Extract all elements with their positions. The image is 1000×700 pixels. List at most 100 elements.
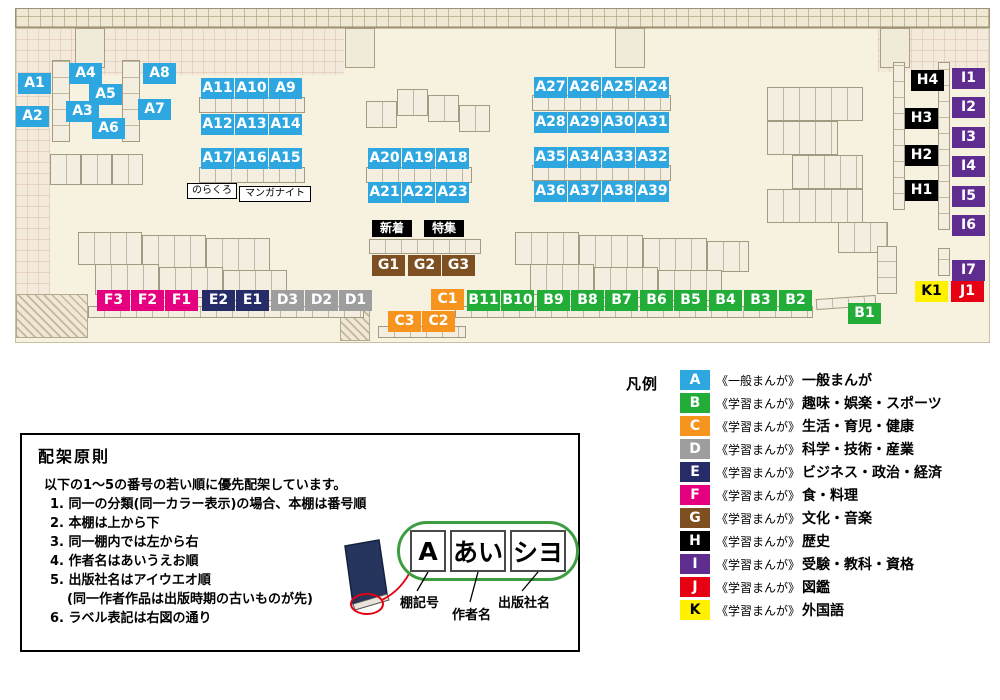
shelf-block xyxy=(532,165,671,181)
shelf-label-a2: A2 xyxy=(16,106,49,127)
legend-row-h: H 《学習まんが》歴史 xyxy=(680,531,995,551)
shelf-label-a25: A25 xyxy=(602,77,635,98)
caption-shelf-code: 棚記号 xyxy=(400,596,440,611)
shelf-label-e2: E2 xyxy=(202,290,235,311)
shelf-block xyxy=(532,95,671,111)
legend-row-c: C《学習まんが》生活・育児・健康 xyxy=(680,416,995,436)
shelf-label-c2: C2 xyxy=(422,311,455,332)
legend-swatch-e: E xyxy=(680,462,710,482)
shelf-label-c1: C1 xyxy=(431,289,464,310)
shelf-label-c3: C3 xyxy=(388,311,421,332)
shelf-label-d3: D3 xyxy=(271,290,304,311)
top-wall xyxy=(15,8,990,28)
label-example-publisher: シヨ xyxy=(510,530,566,572)
legend-swatch-c: C xyxy=(680,416,710,436)
shelf-block xyxy=(428,95,459,122)
shelf-block xyxy=(643,238,707,271)
legend-row-j: J《学習まんが》図鑑 xyxy=(680,577,995,597)
shelf-label-b11: B11 xyxy=(467,290,500,311)
legend-category-label: 食・料理 xyxy=(802,488,859,504)
shelf-label-b10: B10 xyxy=(501,290,534,311)
legend-row-b: B《学習まんが》趣味・娯楽・スポーツ xyxy=(680,393,995,413)
legend-scope: 《学習まんが》 xyxy=(716,603,801,618)
shelf-label-a3: A3 xyxy=(66,101,99,122)
shelf-label-b8: B8 xyxy=(571,290,604,311)
shelf-label-i4: I4 xyxy=(952,156,985,177)
shelf-label-a31: A31 xyxy=(636,112,669,133)
legend-category-label: 科学・技術・産業 xyxy=(802,442,915,458)
legend-scope: 《学習まんが》 xyxy=(716,534,801,549)
shelf-label-a30: A30 xyxy=(602,112,635,133)
legend-scope: 《学習まんが》 xyxy=(716,465,801,480)
shelf-block xyxy=(792,155,863,189)
shelf-block xyxy=(50,154,81,185)
shelf-label-b6: B6 xyxy=(640,290,673,311)
shelf-label-a32: A32 xyxy=(636,147,669,168)
pillar xyxy=(880,28,910,68)
shelf-block xyxy=(199,97,305,113)
shelf-label-a4: A4 xyxy=(69,63,102,84)
shelf-label-a35: A35 xyxy=(534,147,567,168)
shelf-label-a8: A8 xyxy=(143,63,176,84)
shelf-block xyxy=(81,154,112,185)
shelf-label-j1: J1 xyxy=(951,281,984,302)
shelf-label-f3: F3 xyxy=(97,290,130,311)
shelf-block xyxy=(893,62,905,210)
shelf-block xyxy=(515,232,579,265)
shelf-block xyxy=(52,60,70,142)
legend-row-d: D《学習まんが》科学・技術・産業 xyxy=(680,439,995,459)
feature-label: 新着 xyxy=(372,220,412,237)
legend-category-label: 文化・音楽 xyxy=(802,511,873,527)
shelf-label-a37: A37 xyxy=(568,181,601,202)
shelf-block xyxy=(142,235,206,268)
shelf-block xyxy=(767,121,838,155)
shelving-principles-box: 配架原則 以下の1〜5の番号の若い順に優先配架しています。 1. 同一の分類(同… xyxy=(20,433,580,652)
shelf-label-b5: B5 xyxy=(674,290,707,311)
legend-swatch-f: F xyxy=(680,485,710,505)
pillar xyxy=(615,28,645,68)
shelf-label-a34: A34 xyxy=(568,147,601,168)
shelf-label-a33: A33 xyxy=(602,147,635,168)
legend-category-label: 歴史 xyxy=(802,534,831,550)
principle-item-1: 1. 同一の分類(同一カラー表示)の場合、本棚は番号順 xyxy=(50,497,367,512)
shelf-label-d2: D2 xyxy=(305,290,338,311)
legend-scope: 《学習まんが》 xyxy=(716,580,801,595)
legend-swatch-h: H xyxy=(680,531,710,551)
legend-swatch-a: A xyxy=(680,370,710,390)
shelf-label-d1: D1 xyxy=(339,290,372,311)
feature-label: のらくろ xyxy=(187,183,237,199)
principle-item-5: 5. 出版社名はアイウエオ順 xyxy=(50,573,211,588)
feature-label: マンガナイト xyxy=(239,186,311,202)
shelf-label-a5: A5 xyxy=(89,84,122,105)
shelf-label-a38: A38 xyxy=(602,181,635,202)
shelf-block xyxy=(366,101,397,128)
legend-swatch-k: K xyxy=(680,600,710,620)
shelf-label-a11: A11 xyxy=(201,78,234,99)
legend-scope: 《学習まんが》 xyxy=(716,442,801,457)
shelf-label-i3: I3 xyxy=(952,127,985,148)
shelf-label-a16: A16 xyxy=(235,148,268,169)
pillar xyxy=(345,28,375,68)
shelf-label-a24: A24 xyxy=(636,77,669,98)
shelf-label-a7: A7 xyxy=(138,99,171,120)
shelf-block xyxy=(707,241,749,272)
shelf-label-a27: A27 xyxy=(534,77,567,98)
shelf-label-a12: A12 xyxy=(201,114,234,135)
shelf-block xyxy=(112,154,143,185)
legend-swatch-g: G xyxy=(680,508,710,528)
principle-item-7: 6. ラベル表記は右図の通り xyxy=(50,611,212,626)
shelf-block xyxy=(459,105,490,132)
shelf-label-g3: G3 xyxy=(442,255,475,276)
shelf-block xyxy=(397,89,428,116)
caption-publisher: 出版社名 xyxy=(498,596,551,611)
shelf-label-b3: B3 xyxy=(744,290,777,311)
shelf-label-a13: A13 xyxy=(235,114,268,135)
shelf-label-a26: A26 xyxy=(568,77,601,98)
shelf-label-h2: H2 xyxy=(905,145,938,166)
shelf-block xyxy=(767,87,863,121)
label-example: A あい シヨ xyxy=(397,521,579,581)
shelf-block xyxy=(366,167,472,183)
